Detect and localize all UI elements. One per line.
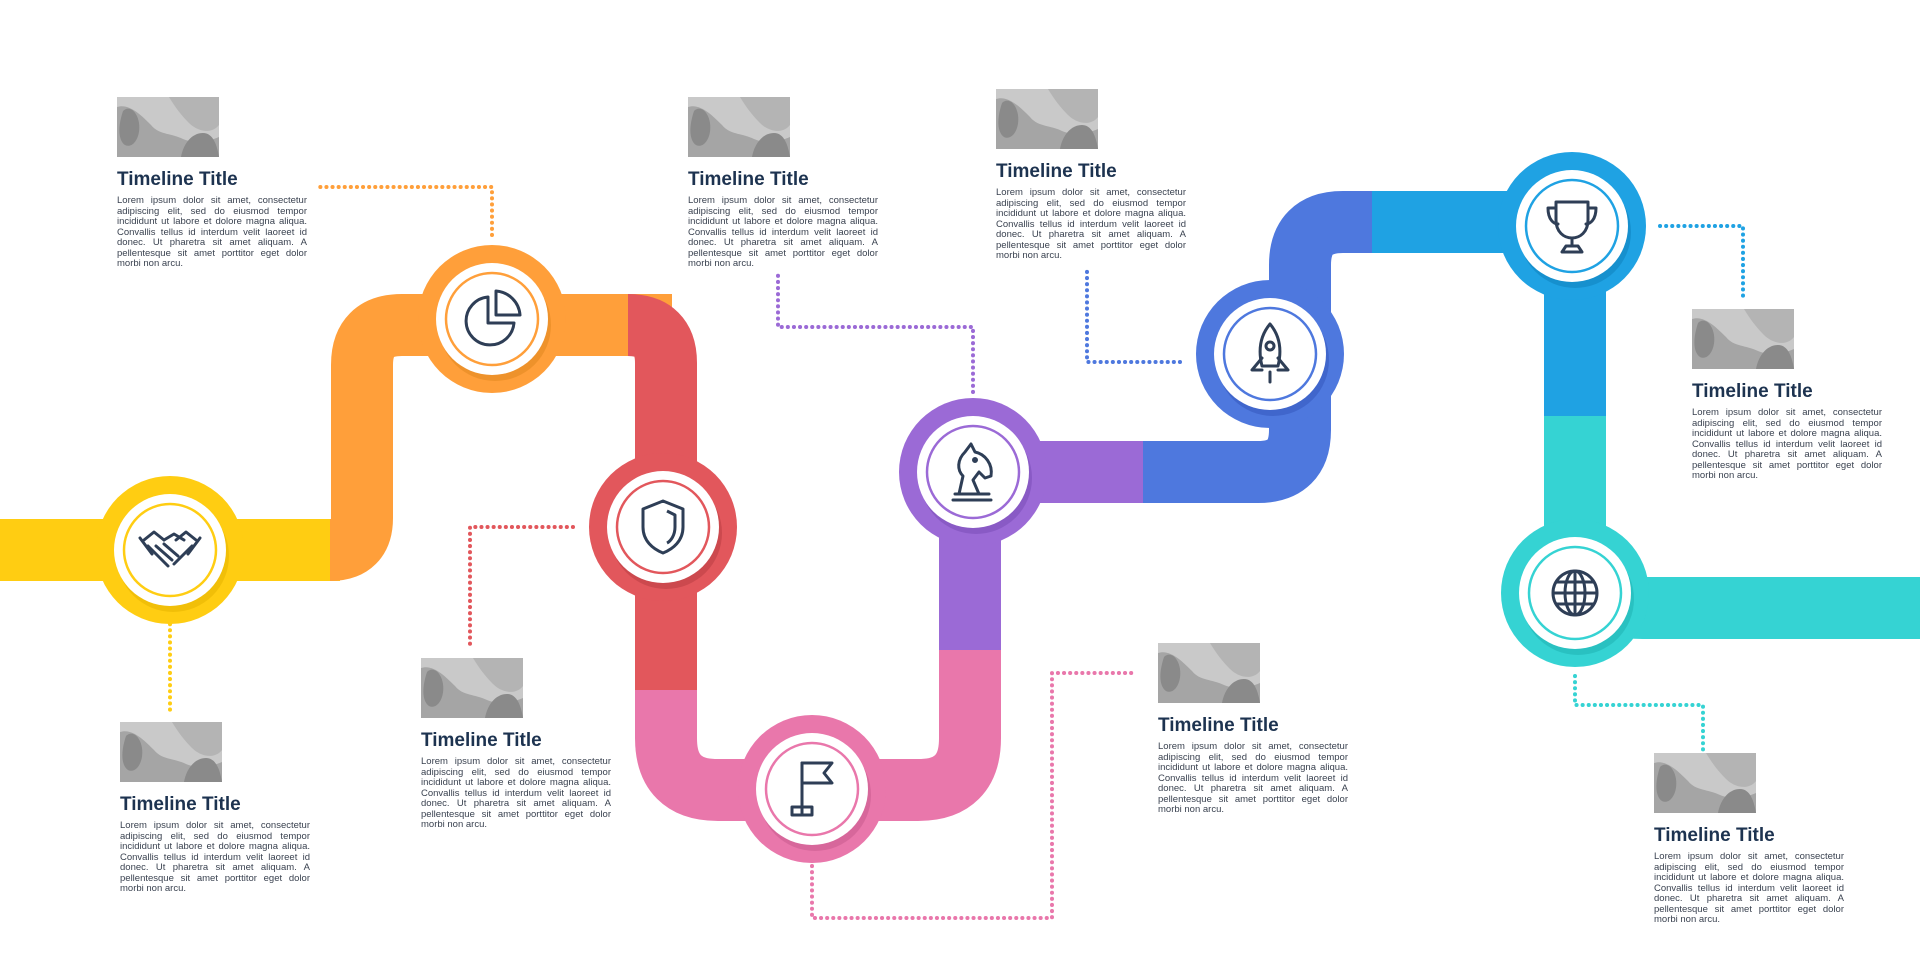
card-body: Lorem ipsum dolor sit amet, consectetur … <box>421 757 611 831</box>
image-placeholder <box>120 722 222 782</box>
card-title: Timeline Title <box>421 730 611 752</box>
card-title: Timeline Title <box>1654 825 1844 847</box>
card-body: Lorem ipsum dolor sit amet, consectetur … <box>120 821 310 895</box>
card-title: Timeline Title <box>688 169 878 191</box>
card-title: Timeline Title <box>1692 381 1882 403</box>
milestone-node-1[interactable] <box>96 476 244 624</box>
milestone-card-6: Timeline Title Lorem ipsum dolor sit ame… <box>996 89 1186 262</box>
milestone-card-5: Timeline Title Lorem ipsum dolor sit ame… <box>688 97 878 270</box>
milestone-card-8: Timeline Title Lorem ipsum dolor sit ame… <box>1654 753 1844 926</box>
milestone-node-6[interactable] <box>1196 280 1344 428</box>
connector-5 <box>778 272 973 392</box>
connector-8 <box>1575 676 1703 750</box>
globe-icon <box>1553 571 1597 615</box>
image-placeholder <box>1654 753 1756 813</box>
card-body: Lorem ipsum dolor sit amet, consectetur … <box>688 196 878 270</box>
connector-3 <box>470 527 573 648</box>
milestone-node-4[interactable] <box>738 715 886 863</box>
connector-6 <box>1087 270 1180 362</box>
milestone-node-3[interactable] <box>589 453 737 601</box>
milestone-card-4: Timeline Title Lorem ipsum dolor sit ame… <box>1158 643 1348 816</box>
image-placeholder <box>421 658 523 718</box>
milestone-node-2[interactable] <box>418 245 566 393</box>
card-title: Timeline Title <box>996 161 1186 183</box>
card-body: Lorem ipsum dolor sit amet, consectetur … <box>117 196 307 270</box>
milestone-card-2: Timeline Title Lorem ipsum dolor sit ame… <box>117 97 307 270</box>
card-title: Timeline Title <box>117 169 307 191</box>
image-placeholder <box>1692 309 1794 369</box>
card-title: Timeline Title <box>1158 715 1348 737</box>
connector-7 <box>1660 226 1743 298</box>
image-placeholder <box>996 89 1098 149</box>
card-body: Lorem ipsum dolor sit amet, consectetur … <box>996 188 1186 262</box>
milestone-card-1: Timeline Title Lorem ipsum dolor sit ame… <box>120 722 310 895</box>
card-body: Lorem ipsum dolor sit amet, consectetur … <box>1692 408 1882 482</box>
card-body: Lorem ipsum dolor sit amet, consectetur … <box>1158 742 1348 816</box>
connector-2 <box>315 187 492 235</box>
milestone-node-8[interactable] <box>1501 519 1649 667</box>
image-placeholder <box>688 97 790 157</box>
milestone-node-5[interactable] <box>899 398 1047 546</box>
image-placeholder <box>1158 643 1260 703</box>
milestone-card-7: Timeline Title Lorem ipsum dolor sit ame… <box>1692 309 1882 482</box>
milestone-node-7[interactable] <box>1498 152 1646 300</box>
image-placeholder <box>117 97 219 157</box>
milestone-card-3: Timeline Title Lorem ipsum dolor sit ame… <box>421 658 611 831</box>
card-title: Timeline Title <box>120 794 310 816</box>
card-body: Lorem ipsum dolor sit amet, consectetur … <box>1654 852 1844 926</box>
